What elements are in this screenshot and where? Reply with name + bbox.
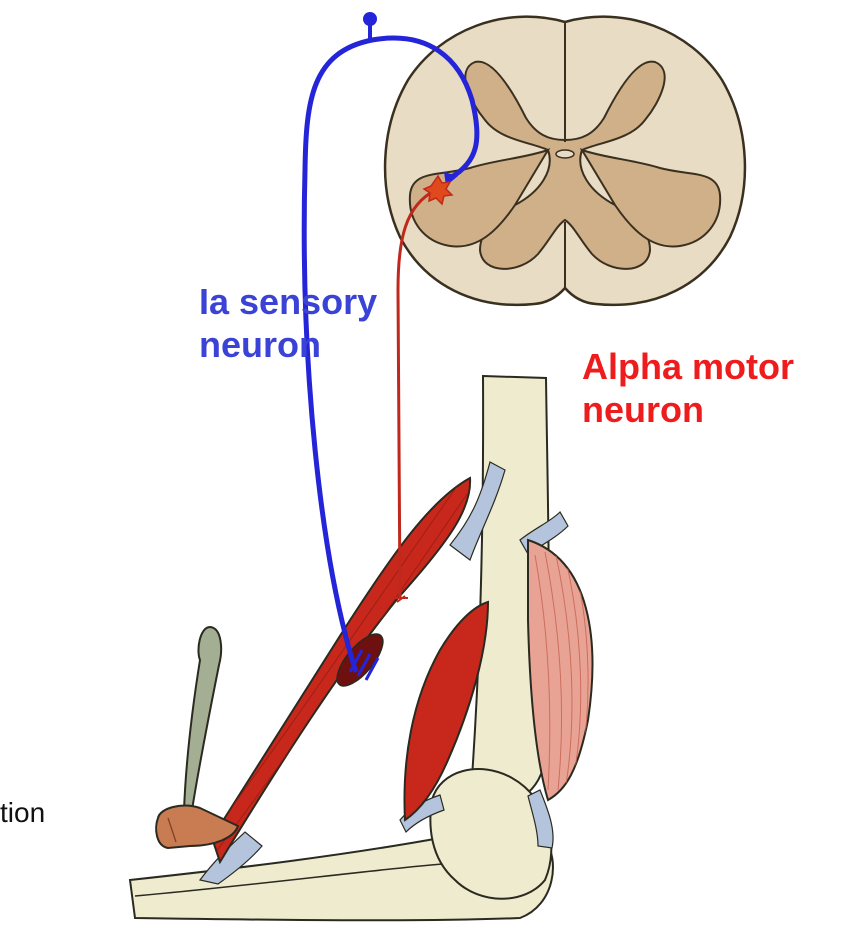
central-canal <box>556 150 574 158</box>
ia-sensory-neuron-label: Ia sensory neuron <box>199 280 377 366</box>
sensory-cell-body <box>363 12 377 26</box>
hammer-handle <box>184 627 221 810</box>
sensory-label-line1: Ia sensory <box>199 281 377 322</box>
motor-label-line2: neuron <box>582 389 704 430</box>
spinal-cord <box>385 17 745 305</box>
sensory-label-line2: neuron <box>199 324 321 365</box>
alpha-motor-neuron-label: Alpha motor neuron <box>582 345 794 431</box>
motor-label-line1: Alpha motor <box>582 346 794 387</box>
cut-off-caption: tion <box>0 797 45 829</box>
